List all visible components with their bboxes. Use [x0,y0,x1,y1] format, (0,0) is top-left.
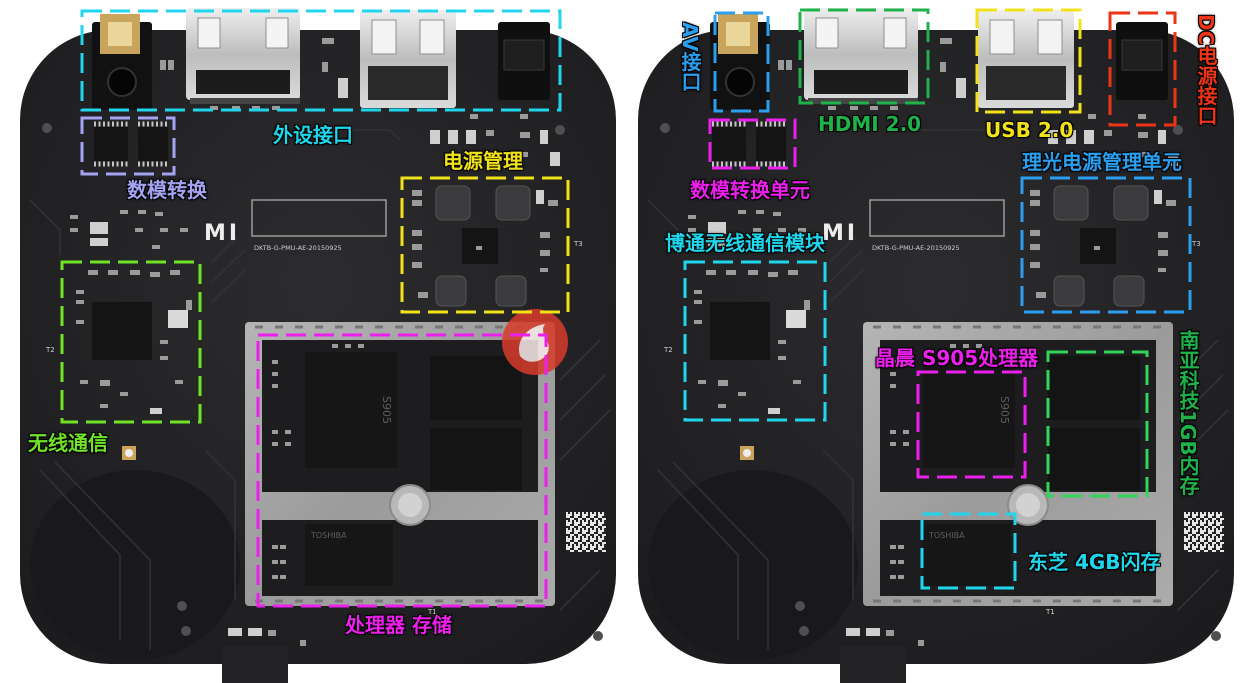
label-processor-storage: 处理器 存储 [345,613,452,637]
box-processor-storage [256,333,548,608]
label-ram: 南亚科技1GB内存 [1176,330,1200,496]
box-dac [80,116,176,176]
ref-t2: T2 [663,346,673,354]
box-ram [1046,350,1149,498]
box-dac-unit [708,118,797,170]
label-peripherals: 外设接口 [273,123,353,147]
box-soc [916,370,1027,479]
ref-t1: T1 [1045,608,1055,616]
label-power-unit: 理光电源管理单元 [1022,150,1182,174]
label-dac-unit: 数模转换单元 [690,178,810,202]
label-hdmi: HDMI 2.0 [818,112,922,136]
label-soc: 晶晨 S905处理器 [875,346,1039,370]
silkscreen-left: MI DKTB-G-PMU-AE-20150925 T3 T2 T1 S905 … [45,221,583,616]
ref-t3: T3 [1191,240,1201,248]
mi-logo: MI [204,221,240,246]
label-usb: USB 2.0 [985,118,1074,142]
box-power [400,176,570,314]
soc-marking: S905 [998,396,1011,424]
mi-logo: MI [822,221,858,246]
label-dac: 数模转换 [127,178,207,202]
label-wireless-module: 博通无线通信模块 [665,231,825,255]
label-dc: DC电源接口 [1194,14,1218,126]
flash-marking: TOSHIBA [310,531,347,540]
box-flash [920,512,1017,590]
watermark-logo [502,309,568,375]
soc-marking: S905 [380,396,393,424]
box-hdmi [798,8,930,105]
label-flash: 东芝 4GB闪存 [1028,550,1161,574]
ref-t2: T2 [45,346,55,354]
box-wireless-module [683,260,827,422]
box-usb [975,8,1082,114]
flash-marking: TOSHIBA [928,531,965,540]
box-av [713,11,770,113]
board-id-text: DKTB-G-PMU-AE-20150925 [254,244,342,252]
ref-t1: T1 [427,608,437,616]
ref-t3: T3 [573,240,583,248]
box-power-unit [1020,176,1192,314]
label-power: 电源管理 [443,149,523,173]
label-av: AV接口 [678,22,702,92]
silkscreen-right: MI DKTB-G-PMU-AE-20150925 T3 T2 T1 S905 … [663,221,1201,616]
label-wireless: 无线通信 [28,431,108,455]
box-dc [1108,11,1177,127]
box-wireless [60,260,202,424]
box-peripherals [80,9,562,112]
board-id-text: DKTB-G-PMU-AE-20150925 [872,244,960,252]
